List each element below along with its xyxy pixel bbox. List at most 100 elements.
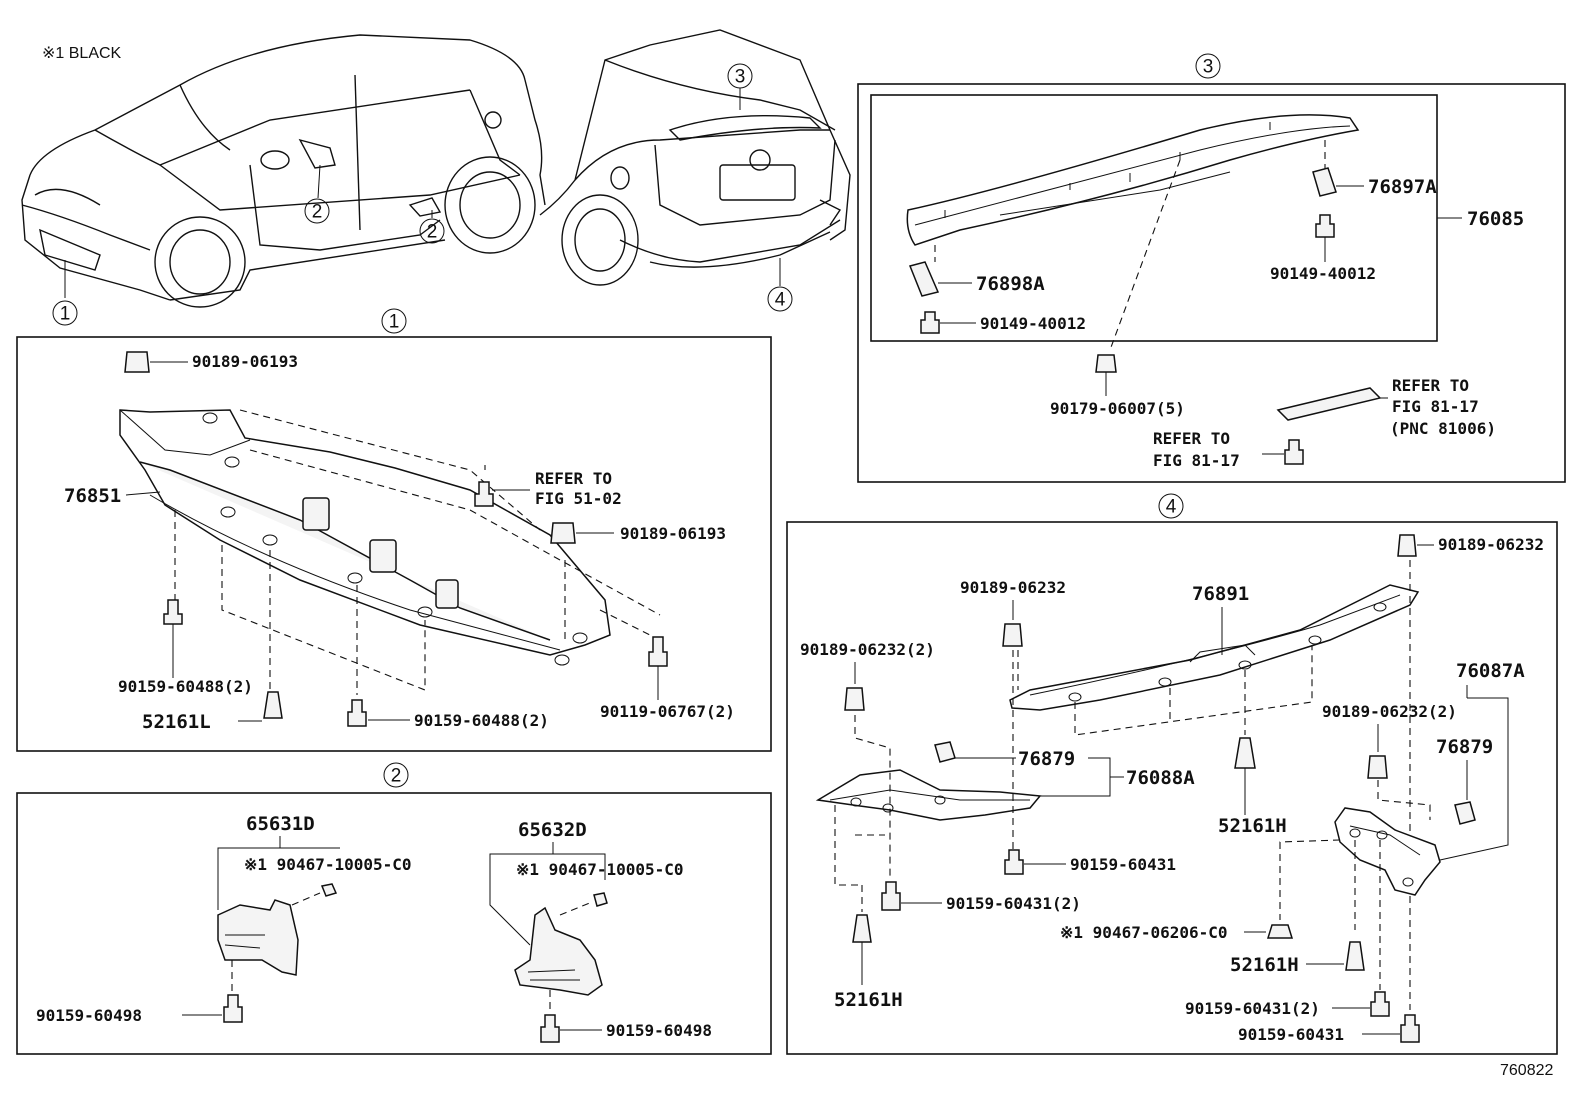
stop-lamp-icon [1276,387,1388,421]
label-76085: 76085 [1467,208,1524,230]
label-52161h-left: 52161H [834,989,903,1011]
right-mudguard-bracket [514,892,608,1013]
label-52161l: 52161L [142,711,211,733]
label-90149-40012-right: 90149-40012 [1270,264,1376,283]
clip-icon [1095,354,1117,396]
label-fig-51-02: FIG 51-02 [535,489,622,508]
callout-2-car-a: 2 [304,198,330,224]
label-52161h-center: 52161H [1218,815,1287,837]
label-90149-40012-left: 90149-40012 [980,314,1086,333]
figure-number: 760822 [1500,1062,1553,1079]
label-65632d: 65632D [518,819,587,841]
svg-text:4: 4 [1166,497,1177,518]
label-90159-60498-right: 90159-60498 [606,1021,712,1040]
svg-text:2: 2 [312,202,323,223]
label-76898a: 76898A [976,273,1045,295]
screw-icon [182,994,243,1023]
rivet-icon [852,885,872,985]
screw-icon [347,699,410,727]
screw-icon [1362,1014,1420,1043]
label-pnc-81006: (PNC 81006) [1390,419,1496,438]
section-1-header: 1 [381,308,407,334]
clip-icon [1367,755,1388,779]
label-90159-60488-mid: 90159-60488(2) [414,711,549,730]
rivet-icon [238,691,283,722]
clip-icon [1002,623,1023,647]
car-front-side-illustration [21,34,546,308]
label-90179-06007: 90179-06007(5) [1050,399,1185,418]
section-2-frame [16,792,772,1055]
label-76879-left: 76879 [1018,748,1075,770]
screw-icon [920,311,976,334]
label-90467-10005-c0-right: ※1 90467-10005-C0 [516,860,684,879]
label-fig-81-17-right: FIG 81-17 [1392,397,1479,416]
section-2-header: 2 [383,762,409,788]
callout-3-car: 3 [727,63,753,89]
label-90189-06232-left: 90189-06232(2) [800,640,935,659]
car-rear-illustration [539,29,851,286]
label-90189-06193-right: 90189-06193 [620,524,726,543]
label-90189-06232-right-mid: 90189-06232(2) [1322,702,1457,721]
screw-icon [1004,849,1066,875]
label-refer-to-81-left: REFER TO [1153,429,1230,448]
screw-icon [1332,991,1390,1017]
svg-text:2: 2 [427,222,438,243]
clip-76879-icon [1454,801,1476,825]
label-refer-to-81-right: REFER TO [1392,376,1469,395]
label-90159-60431-bottom: 90159-60431 [1238,1025,1344,1044]
svg-text:3: 3 [735,67,746,88]
section-3-frame [857,83,1566,483]
label-90159-60498-left: 90159-60498 [36,1006,142,1025]
screw-icon [540,1014,602,1043]
screw-icon [163,599,183,678]
left-mudguard-bracket [217,883,338,992]
rivet-icon [1234,737,1256,815]
label-90467-10005-c0-left: ※1 90467-10005-C0 [244,855,412,874]
screw-icon [1315,214,1335,262]
clip-icon [844,687,865,711]
rivet-icon [1306,941,1365,971]
callout-1-car: 1 [52,300,78,326]
side-cover-76088a [815,650,1042,886]
label-76851: 76851 [64,485,121,507]
label-refer-to-51: REFER TO [535,469,612,488]
label-90189-06193-top: 90189-06193 [192,352,298,371]
screw-icon [1262,439,1304,465]
section-1-frame [16,336,772,752]
svg-text:4: 4 [775,290,786,311]
rear-spoiler-76085 [906,114,1360,351]
label-52161h-right: 52161H [1230,954,1299,976]
section-4-header: 4 [1158,493,1184,519]
callout-4-car: 4 [767,286,793,312]
label-76087a: 76087A [1456,660,1525,682]
bolt-icon [648,636,668,700]
nut-icon [1244,924,1294,939]
label-90159-60431-2-left: 90159-60431(2) [946,894,1081,913]
side-cover-76087a [1279,780,1441,990]
label-90159-60488-left: 90159-60488(2) [118,677,253,696]
label-90467-06206-c0: ※1 90467-06206-C0 [1060,923,1228,942]
clip-icon [550,522,614,544]
label-65631d: 65631D [246,813,315,835]
section-1-dashed-leaders [174,409,661,695]
svg-text:1: 1 [389,312,400,333]
label-76891: 76891 [1192,583,1249,605]
label-90159-60431-2-right: 90159-60431(2) [1185,999,1320,1018]
label-fig-81-17-left: FIG 81-17 [1153,451,1240,470]
rear-undercover-76891 [1009,560,1420,1010]
label-76879-right: 76879 [1436,736,1493,758]
bracket-icon [908,261,972,297]
bolt-icon [474,481,530,507]
callout-2-car-b: 2 [419,218,445,244]
front-undercover-76851 [119,409,611,666]
label-76897a: 76897A [1368,176,1437,198]
bracket-icon [1312,167,1364,197]
section-4-frame [786,521,1558,1055]
label-90189-06232-top-mid: 90189-06232 [960,578,1066,597]
clip-icon [124,351,188,373]
clip-icon [1397,534,1434,557]
svg-text:1: 1 [60,304,71,325]
svg-text:2: 2 [391,766,402,787]
screw-icon [881,881,942,911]
